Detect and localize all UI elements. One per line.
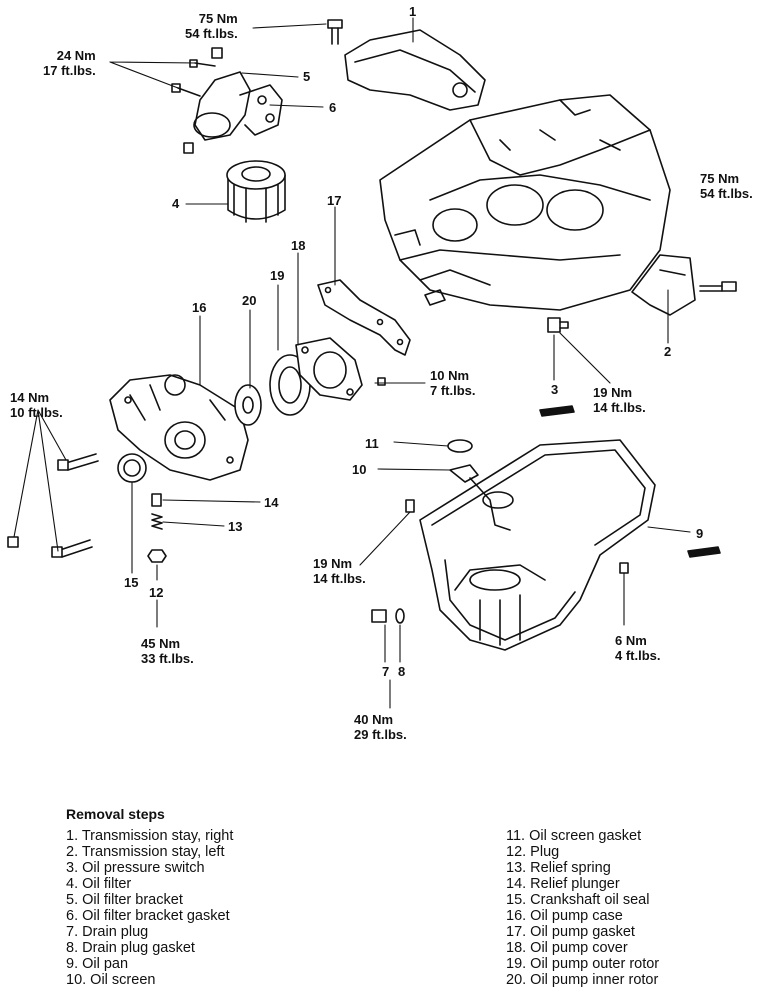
callout-19: 19 [270,268,285,283]
removal-step: 1. Transmission stay, right [66,828,234,844]
transmission-stay-right [344,29,486,111]
removal-step: 12. Plug [506,844,560,860]
callout-13: 13 [228,519,243,534]
oil-screen-gasket [447,439,473,453]
removal-step: 10. Oil screen [66,972,156,988]
removal-step: 15. Crankshaft oil seal [506,892,650,908]
callout-5: 5 [303,69,311,84]
callout-8: 8 [398,664,406,679]
removal-step: 18. Oil pump cover [506,940,628,956]
callout-7: 7 [382,664,390,679]
callout-20: 20 [242,293,257,308]
callout-9: 9 [696,526,704,541]
oil-pressure-switch [547,317,569,333]
callout-6: 6 [329,100,337,115]
removal-steps-title: Removal steps [66,806,165,822]
callout-17: 17 [327,193,342,208]
oil-filter-bracket [171,47,283,154]
callout-18: 18 [291,238,306,253]
removal-step: 16. Oil pump case [506,908,623,924]
removal-step: 20. Oil pump inner rotor [506,972,659,988]
callout-11: 11 [365,436,379,451]
oil-pump-inner-rotor [234,384,262,426]
callout-10: 10 [352,462,367,477]
removal-step: 14. Relief plunger [506,876,620,892]
removal-steps-list-right: 11. Oil screen gasket 12. Plug 13. Relie… [506,828,659,988]
callout-2: 2 [664,344,672,359]
relief-plunger [151,493,162,507]
oil-pump-gasket [317,279,411,356]
callout-16: 16 [192,300,207,315]
oil-pump-cover [295,337,363,401]
oil-screen [449,464,514,531]
removal-step: 2. Transmission stay, left [66,844,225,860]
plug [147,549,167,563]
relief-spring [151,513,163,530]
removal-steps-list-left: 1. Transmission stay, right 2. Transmiss… [66,828,233,988]
engine-block [379,94,671,311]
crankshaft-oil-seal [117,453,147,483]
removal-step: 11. Oil screen gasket [506,828,642,844]
callout-14: 14 [264,495,279,510]
removal-step: 3. Oil pressure switch [66,860,205,876]
callout-1: 1 [409,4,417,19]
oil-pump-case [109,374,249,481]
bolt-item1 [327,19,343,45]
removal-step: 4. Oil filter [66,876,132,892]
removal-step: 19. Oil pump outer rotor [506,956,660,972]
removal-step: 8. Drain plug gasket [66,940,195,956]
oil-filter [226,160,286,223]
removal-step: 9. Oil pan [66,956,129,972]
removal-step: 17. Oil pump gasket [506,924,635,940]
removal-step: 7. Drain plug [66,924,149,940]
removal-step: 13. Relief spring [506,860,611,876]
removal-step: 5. Oil filter bracket [66,892,183,908]
callout-12: 12 [149,585,164,600]
oil-pan [419,439,656,651]
callout-15: 15 [124,575,139,590]
transmission-stay-left [631,254,737,316]
drain-plug [371,608,405,624]
pump-case-bolts [7,453,99,558]
callout-4: 4 [172,196,180,211]
exploded-view-diagram [7,17,737,709]
removal-step: 6. Oil filter bracket gasket [66,908,230,924]
callout-3: 3 [551,382,559,397]
